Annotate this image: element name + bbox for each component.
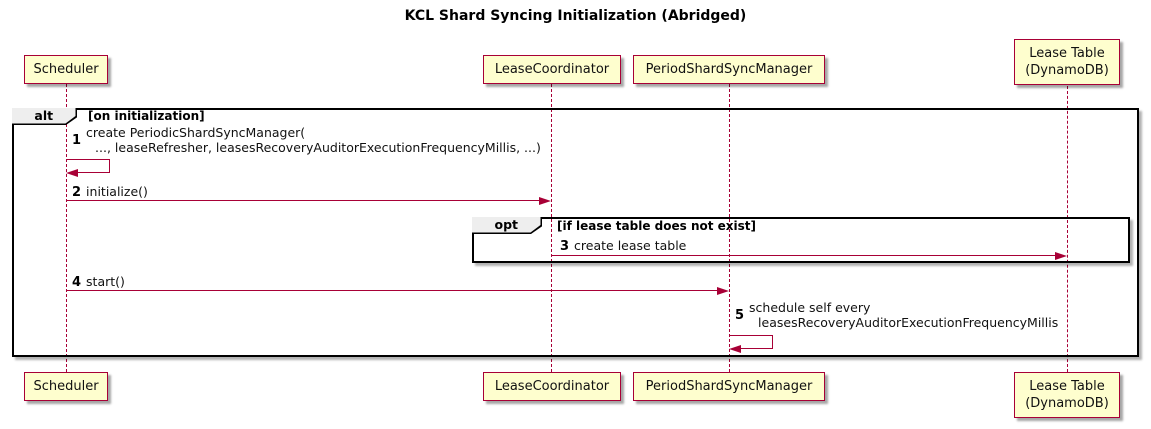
participant-lease-table-bottom: Lease Table (DynamoDB) xyxy=(1014,372,1120,418)
message-4-number: 4 xyxy=(72,275,82,290)
message-1-number: 1 xyxy=(72,132,82,148)
message-2-text: initialize() xyxy=(86,184,148,199)
message-1-self-arrow-top xyxy=(66,159,110,160)
message-2-arrow-line xyxy=(66,200,541,201)
message-5-self-arrow-side xyxy=(772,335,773,348)
message-5-number: 5 xyxy=(735,307,745,323)
message-1-arrowhead xyxy=(66,168,78,177)
participant-label: Scheduler xyxy=(33,62,99,77)
participant-period-shard-sync-manager-bottom: PeriodShardSyncManager xyxy=(633,372,825,401)
participant-label: Scheduler xyxy=(33,379,99,394)
participant-period-shard-sync-manager-top: PeriodShardSyncManager xyxy=(633,55,825,84)
participant-lease-coordinator-bottom: LeaseCoordinator xyxy=(483,372,621,401)
participant-scheduler-bottom: Scheduler xyxy=(24,372,108,401)
message-4-text: start() xyxy=(86,274,125,289)
message-1-text-line2: ..., leaseRefresher, leasesRecoveryAudit… xyxy=(95,140,541,155)
message-4: 4 start() xyxy=(72,274,125,290)
participant-label: LeaseCoordinator xyxy=(494,62,610,77)
participant-lease-table-top: Lease Table (DynamoDB) xyxy=(1014,39,1120,85)
message-3-number: 3 xyxy=(560,239,570,254)
participant-label: PeriodShardSyncManager xyxy=(645,379,813,394)
participant-label: Lease Table xyxy=(1029,46,1105,61)
message-5-self-arrow-top xyxy=(729,335,773,336)
participant-label-line2: (DynamoDB) xyxy=(1025,396,1109,411)
message-5-text-line1: schedule self every xyxy=(749,300,871,315)
participant-label: PeriodShardSyncManager xyxy=(645,62,813,77)
message-5-text-line2: leasesRecoveryAuditorExecutionFrequencyM… xyxy=(758,315,1059,330)
participant-label: LeaseCoordinator xyxy=(494,379,610,394)
opt-frame-label-shape: opt xyxy=(472,217,542,234)
message-1-self-arrow-side xyxy=(109,159,110,172)
message-1-text-line1: create PeriodicShardSyncManager( xyxy=(86,125,306,140)
alt-frame xyxy=(12,108,1139,357)
message-3: 3 create lease table xyxy=(560,238,686,254)
message-5: 5 schedule self every leasesRecoveryAudi… xyxy=(735,300,1058,330)
participant-lease-coordinator-top: LeaseCoordinator xyxy=(483,55,621,84)
message-1-self-arrow-bottom xyxy=(74,172,110,173)
message-2-number: 2 xyxy=(72,185,82,200)
lifeline-lease-table xyxy=(1066,86,1068,372)
message-2: 2 initialize() xyxy=(72,184,148,200)
message-5-self-arrow-bottom xyxy=(737,348,773,349)
opt-frame-guard: [if lease table does not exist] xyxy=(557,219,757,233)
participant-label-line2: (DynamoDB) xyxy=(1025,63,1109,78)
message-3-arrow-line xyxy=(551,255,1057,256)
opt-frame-label: opt xyxy=(472,217,541,233)
message-4-arrowhead xyxy=(717,286,729,295)
opt-frame xyxy=(472,217,1130,263)
diagram-title: KCL Shard Syncing Initialization (Abridg… xyxy=(404,8,747,24)
alt-frame-guard: [on initialization] xyxy=(88,109,205,123)
lifeline-scheduler xyxy=(65,84,67,372)
participant-scheduler-top: Scheduler xyxy=(24,55,108,84)
message-2-arrowhead xyxy=(539,196,551,205)
message-1: 1 create PeriodicShardSyncManager( ..., … xyxy=(72,125,541,155)
message-4-arrow-line xyxy=(66,290,719,291)
alt-frame-label: alt xyxy=(12,108,76,124)
message-3-arrowhead xyxy=(1055,251,1067,260)
lifeline-lease-coordinator xyxy=(551,84,552,372)
participant-label: Lease Table xyxy=(1029,379,1105,394)
alt-frame-label-shape: alt xyxy=(12,108,77,125)
lifeline-period-shard-sync-manager xyxy=(728,84,730,372)
message-3-text: create lease table xyxy=(574,238,687,253)
message-5-arrowhead xyxy=(729,344,741,353)
